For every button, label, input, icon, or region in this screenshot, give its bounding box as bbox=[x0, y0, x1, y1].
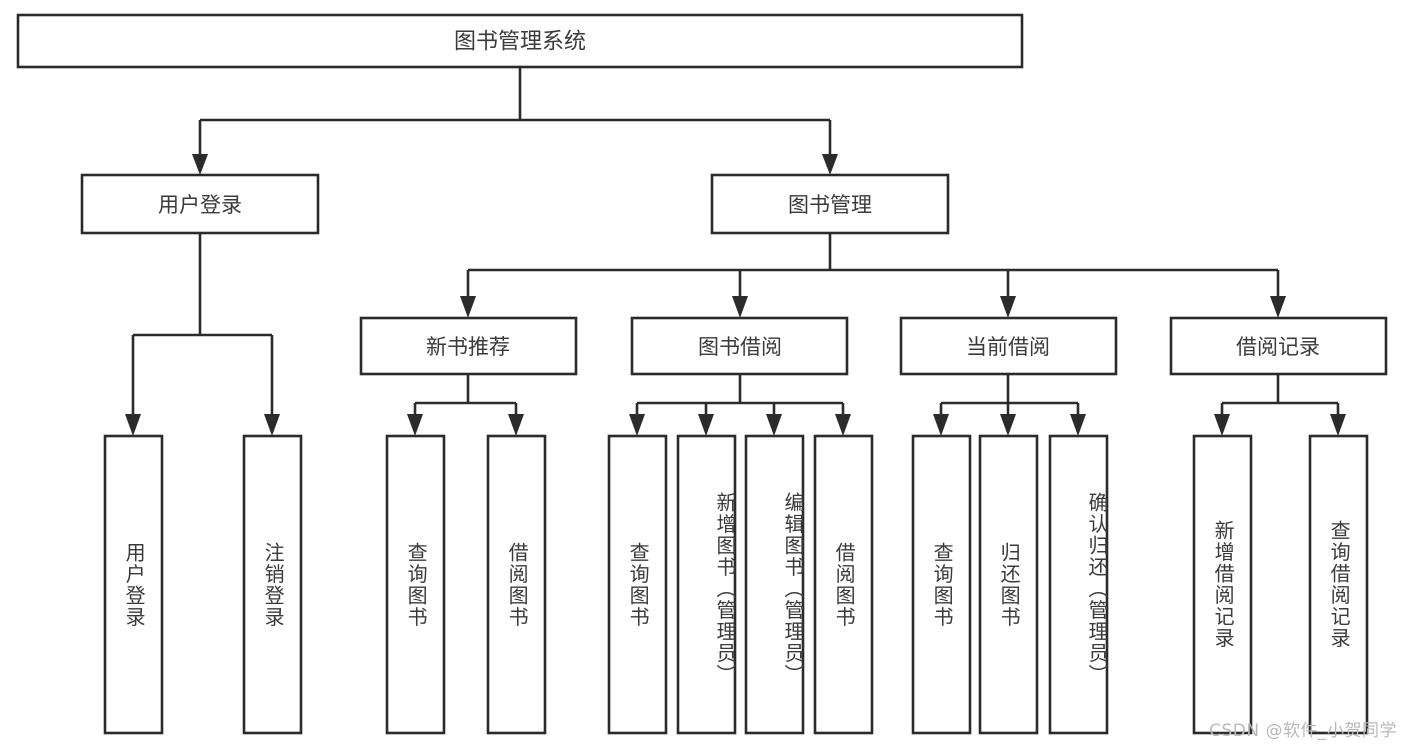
node-leaf-query-book-3-box[interactable] bbox=[911, 434, 972, 735]
arrow-head-book-manage bbox=[822, 154, 838, 175]
arrow-head-current-borrow bbox=[1000, 296, 1016, 318]
arrow-head-leaf-user-login bbox=[125, 414, 141, 436]
arrow-head-leaf-edit-book bbox=[766, 414, 782, 436]
node-root-label: 图书管理系统 bbox=[454, 30, 586, 55]
node-book-borrow[interactable]: 图书借阅 bbox=[630, 316, 849, 376]
node-book-borrow-box[interactable] bbox=[630, 316, 849, 376]
node-root[interactable]: 图书管理系统 bbox=[16, 13, 1024, 69]
node-book-borrow-label: 图书借阅 bbox=[698, 335, 782, 359]
arrow-head-leaf-borrow-book-2 bbox=[835, 414, 851, 436]
node-new-book-recommend-label: 新书推荐 bbox=[426, 335, 510, 359]
node-leaf-query-book-2-box[interactable] bbox=[607, 434, 668, 735]
node-leaf-confirm-return-box[interactable] bbox=[1048, 434, 1109, 735]
node-leaf-edit-book-box[interactable] bbox=[744, 434, 805, 735]
node-leaf-query-borrow-record-box[interactable] bbox=[1308, 434, 1369, 735]
node-leaf-user-login-box[interactable] bbox=[103, 434, 164, 735]
node-root-box[interactable] bbox=[16, 13, 1024, 69]
arrow-head-leaf-query-book-3 bbox=[933, 414, 949, 436]
node-current-borrow[interactable]: 当前借阅 bbox=[899, 316, 1118, 376]
arrow-head-book-borrow bbox=[732, 296, 748, 318]
node-new-book-recommend[interactable]: 新书推荐 bbox=[359, 316, 578, 376]
node-leaf-borrow-book-2-box[interactable] bbox=[813, 434, 874, 735]
arrow-head-leaf-add-book bbox=[698, 414, 714, 436]
arrow-head-leaf-query-book-2 bbox=[629, 414, 645, 436]
node-book-manage-box[interactable] bbox=[710, 173, 950, 235]
node-current-borrow-label: 当前借阅 bbox=[966, 335, 1050, 359]
node-leaf-return-book-box[interactable] bbox=[978, 434, 1039, 735]
node-leaf-add-book-box[interactable] bbox=[676, 434, 737, 735]
arrow-head-leaf-query-book-1 bbox=[407, 414, 423, 436]
node-user-login-label: 用户登录 bbox=[158, 193, 242, 217]
node-user-login-box[interactable] bbox=[80, 173, 320, 235]
arrow-head-leaf-return-book bbox=[1000, 414, 1016, 436]
node-new-book-recommend-box[interactable] bbox=[359, 316, 578, 376]
arrow-head-leaf-add-borrow-record bbox=[1214, 414, 1230, 436]
node-book-manage[interactable]: 图书管理 bbox=[710, 173, 950, 235]
arrow-head-user-login bbox=[192, 154, 208, 175]
arrow-head-leaf-query-borrow-record bbox=[1330, 414, 1346, 436]
node-user-login[interactable]: 用户登录 bbox=[80, 173, 320, 235]
node-leaf-borrow-book-1-box[interactable] bbox=[486, 434, 547, 735]
node-leaf-query-book-1-box[interactable] bbox=[385, 434, 446, 735]
node-borrow-record-box[interactable] bbox=[1169, 316, 1388, 376]
arrow-head-leaf-confirm-return bbox=[1070, 414, 1086, 436]
arrow-head-leaf-user-logout bbox=[264, 414, 280, 436]
arrow-head-leaf-borrow-book-1 bbox=[508, 414, 524, 436]
node-leaf-user-logout-box[interactable] bbox=[242, 434, 303, 735]
node-book-manage-label: 图书管理 bbox=[788, 193, 872, 217]
watermark-text: CSDN @软件_小贺同学 bbox=[1209, 721, 1397, 741]
node-current-borrow-box[interactable] bbox=[899, 316, 1118, 376]
connector-layer bbox=[125, 67, 1346, 436]
arrow-head-borrow-record bbox=[1270, 296, 1286, 318]
node-borrow-record[interactable]: 借阅记录 bbox=[1169, 316, 1388, 376]
arrow-head-new-book-recommend bbox=[460, 296, 476, 318]
node-borrow-record-label: 借阅记录 bbox=[1236, 335, 1320, 359]
node-leaf-add-borrow-record-box[interactable] bbox=[1192, 434, 1253, 735]
node-layer: 图书管理系统 用户登录 图书管理 新书推荐 图书借阅 当前 bbox=[16, 13, 1388, 735]
